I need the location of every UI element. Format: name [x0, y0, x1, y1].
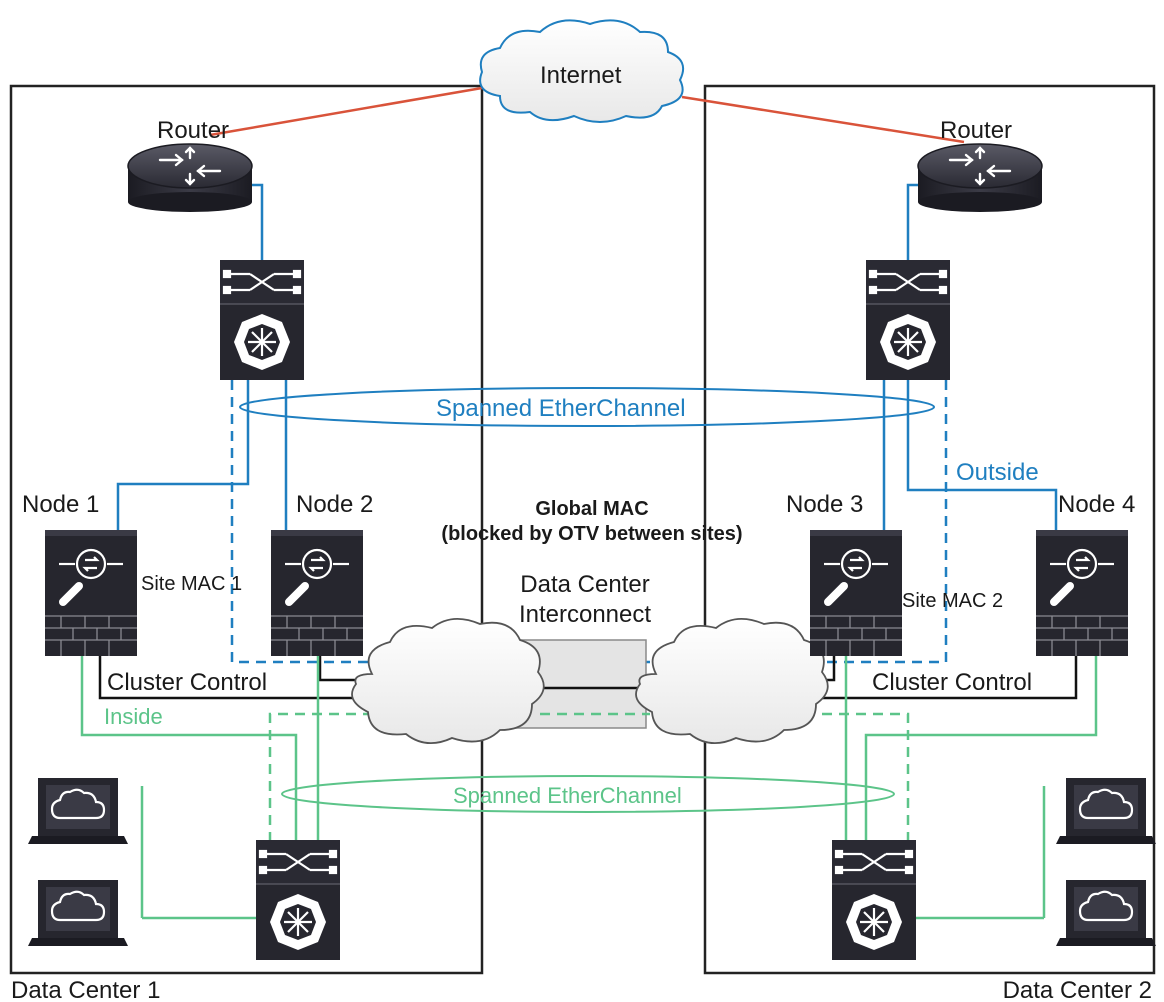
internet-cloud — [479, 19, 684, 123]
data-center-2-label: Data Center 2 — [1003, 977, 1152, 1002]
dci-label-line2: Interconnect — [519, 601, 651, 628]
laptop-left-top-icon — [26, 776, 130, 846]
router-left-label: Router — [157, 117, 229, 144]
node-4-label: Node 4 — [1058, 491, 1135, 518]
inside-dashed-links — [268, 712, 910, 842]
inside-switch-right-icon — [830, 838, 918, 962]
node-2-firewall-icon — [271, 530, 363, 656]
node-3-firewall-icon — [810, 530, 902, 656]
inside-switch-left-icon — [254, 838, 342, 962]
router-right-label: Router — [940, 117, 1012, 144]
site-mac-2-label: Site MAC 2 — [902, 590, 1003, 612]
data-center-2-boundary — [703, 84, 1156, 975]
laptop-right-top-icon — [1054, 776, 1158, 846]
inside-label: Inside — [104, 704, 163, 729]
outside-label: Outside — [956, 459, 1039, 486]
data-center-1-label: Data Center 1 — [11, 977, 160, 1002]
internet-label: Internet — [540, 62, 622, 89]
cluster-control-right-label: Cluster Control — [872, 669, 1032, 696]
node-3-label: Node 3 — [786, 491, 863, 518]
outside-switch-right-icon — [864, 258, 952, 382]
router-right-icon — [916, 142, 1044, 214]
data-center-1-boundary — [9, 84, 484, 975]
global-mac-subtitle: (blocked by OTV between sites) — [441, 523, 742, 545]
spanned-etherchannel-inside-ellipse — [281, 775, 895, 813]
node-1-firewall-icon — [45, 530, 137, 656]
spanned-etherchannel-outside-ellipse — [239, 387, 935, 427]
dci-cloud-left — [351, 618, 545, 744]
outside-switch-left-icon — [218, 258, 306, 382]
global-mac-title: Global MAC — [535, 498, 648, 520]
router-left-icon — [126, 142, 254, 214]
outside-links — [116, 183, 1058, 532]
site-mac-1-label: Site MAC 1 — [141, 573, 242, 595]
spanned-etherchannel-outside-label: Spanned EtherChannel — [436, 395, 686, 422]
node-4-firewall-icon — [1036, 530, 1128, 656]
cluster-control-left-label: Cluster Control — [107, 669, 267, 696]
dci-label-line1: Data Center — [520, 571, 649, 598]
internet-link-right — [681, 95, 965, 144]
node-2-label: Node 2 — [296, 491, 373, 518]
spanned-etherchannel-inside-label: Spanned EtherChannel — [453, 783, 682, 808]
laptop-left-bottom-icon — [26, 878, 130, 948]
node-1-label: Node 1 — [22, 491, 99, 518]
dci-cloud-right — [635, 618, 829, 744]
internet-link-left — [209, 86, 483, 137]
laptop-right-bottom-icon — [1054, 878, 1158, 948]
